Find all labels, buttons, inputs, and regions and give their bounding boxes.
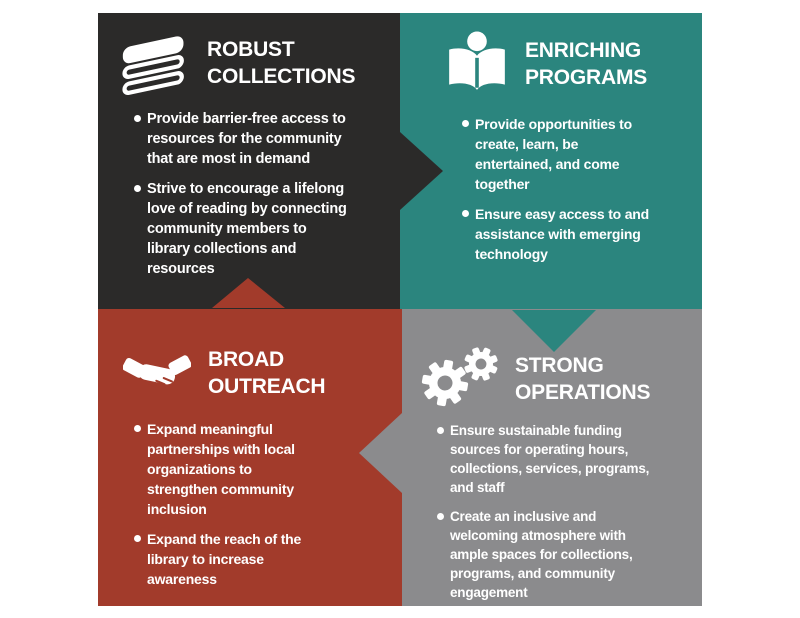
reader-open-book-icon [446, 30, 508, 96]
bullet-list: Provide opportunities to create, learn, … [462, 114, 694, 264]
bullet-text: Strive to encourage a lifelong love of r… [147, 181, 347, 277]
bullet-text: Ensure easy access to and assistance wit… [475, 206, 649, 262]
bullet-item: Provide opportunities to create, learn, … [462, 114, 694, 194]
bullet-text: Create an inclusive and welcoming atmosp… [450, 509, 633, 600]
quadrant-title: ROBUST COLLECTIONS [207, 38, 356, 88]
bullet-item: Expand meaningful partnerships with loca… [134, 419, 366, 519]
bullet-list: Ensure sustainable funding sources for o… [437, 421, 699, 602]
bullet-item: Ensure easy access to and assistance wit… [462, 204, 694, 264]
quadrant-broad-outreach: BROAD OUTREACH Expand meaningful partner… [98, 309, 402, 606]
quadrant-strong-operations: STRONG OPERATIONS Ensure sustainable fun… [402, 309, 702, 606]
quadrant-title: ENRICHING PROGRAMS [525, 39, 648, 89]
bullet-item: Strive to encourage a lifelong love of r… [134, 179, 396, 279]
bullet-item: Expand the reach of the library to incre… [134, 529, 366, 589]
quadrant-title: STRONG OPERATIONS [515, 354, 651, 404]
connector-arrow-right-icon [400, 132, 443, 210]
bullet-item: Create an inclusive and welcoming atmosp… [437, 507, 699, 602]
bullet-text: Provide barrier-free access to resources… [147, 111, 346, 167]
connector-arrow-down-icon [512, 310, 596, 352]
quadrant-robust-collections: ROBUST COLLECTIONS Provide barrier-free … [98, 13, 400, 309]
quadrant-title: BROAD OUTREACH [208, 348, 326, 398]
bullet-item: Ensure sustainable funding sources for o… [437, 421, 699, 497]
books-stack-icon [118, 33, 190, 97]
connector-arrow-up-icon [212, 278, 285, 308]
bullet-list: Provide barrier-free access to resources… [134, 109, 396, 279]
handshake-icon [122, 353, 192, 395]
bullet-list: Expand meaningful partnerships with loca… [134, 419, 366, 589]
bullet-item: Provide barrier-free access to resources… [134, 109, 396, 169]
bullet-text: Provide opportunities to create, learn, … [475, 116, 632, 192]
gears-icon [420, 346, 504, 408]
bullet-text: Expand meaningful partnerships with loca… [147, 421, 295, 517]
bullet-text: Ensure sustainable funding sources for o… [450, 423, 650, 495]
connector-arrow-left-icon [359, 413, 402, 493]
quadrant-enriching-programs: ENRICHING PROGRAMS Provide opportunities… [400, 13, 702, 309]
bullet-text: Expand the reach of the library to incre… [147, 531, 302, 587]
